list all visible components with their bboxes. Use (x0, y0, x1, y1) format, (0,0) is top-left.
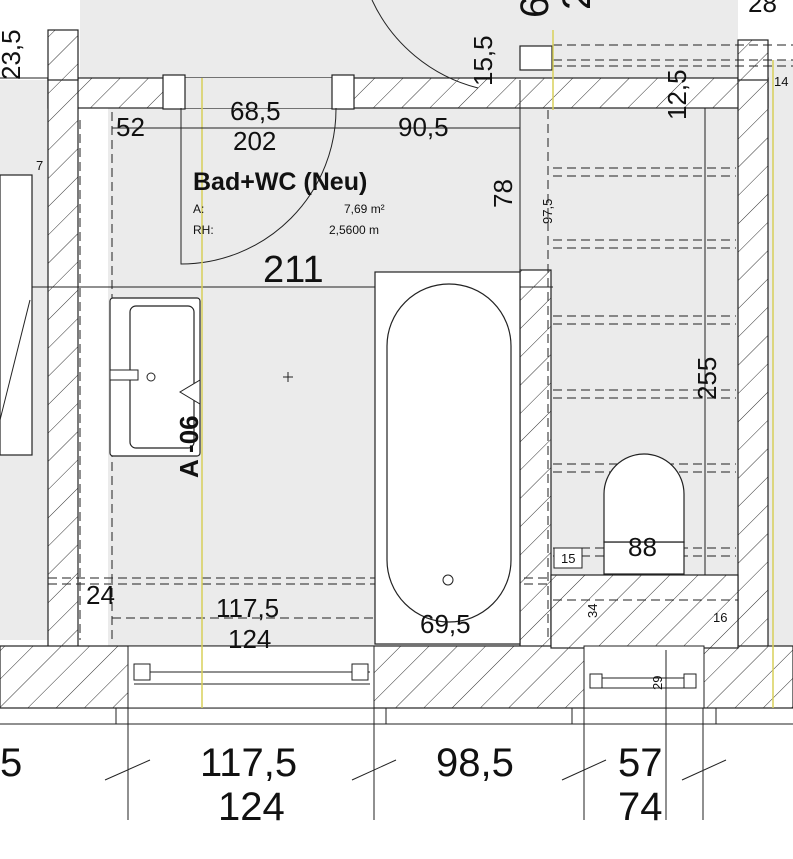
middle-wall (519, 269, 552, 649)
dim-bottom-98-5: 98,5 (436, 741, 514, 785)
dim-14: 14 (774, 74, 788, 89)
window-sill-left (115, 707, 387, 725)
dim-69-5: 69,5 (420, 609, 471, 639)
dim-90-5: 90,5 (398, 112, 449, 142)
dim-117-5: 117,5 (216, 593, 279, 623)
duct-box (553, 547, 583, 569)
upper-room-floor (80, 0, 738, 78)
dim-202: 202 (233, 126, 276, 156)
dim-7: 7 (36, 158, 43, 173)
dim-88: 88 (628, 532, 657, 562)
toilet (603, 453, 685, 575)
dimension-lines (0, 80, 793, 820)
dim-bottom-57: 57 (618, 741, 663, 785)
left-furniture (0, 174, 33, 456)
dim-24: 24 (86, 580, 115, 610)
upper-post (519, 45, 553, 71)
dim-bottom-117-5: 117,5 (200, 741, 297, 785)
room-number: 211 (263, 249, 324, 291)
wc-lower-wall (550, 574, 739, 649)
right-room-floor (768, 60, 793, 648)
dim-top-6: 6 (513, 0, 557, 18)
height-label: RH: (193, 223, 214, 237)
dim-top-28: 28 (748, 0, 777, 18)
dim-15-5: 15,5 (468, 35, 498, 86)
dim-12-5: 12,5 (662, 69, 692, 120)
upper-left-wall (47, 29, 79, 81)
right-wall (737, 77, 769, 649)
area-label: A: (193, 202, 204, 216)
dim-124: 124 (228, 624, 271, 654)
window-left-opening (127, 645, 375, 709)
room-title: Bad+WC (Neu) (193, 168, 367, 196)
door-opening (185, 78, 335, 108)
dim-15: 15 (561, 551, 575, 566)
section-tag: A -06 (174, 415, 204, 478)
dim-78: 78 (488, 179, 518, 208)
washbasin (109, 297, 201, 457)
top-wall (47, 77, 769, 109)
dim-34: 34 (585, 604, 600, 618)
dim-255: 255 (692, 357, 722, 400)
dim-bottom-124: 124 (218, 785, 285, 829)
upper-door-arc (371, 0, 479, 89)
dim-top-left-vertical: 23,5 (0, 29, 26, 80)
window-sill-right (571, 707, 717, 725)
door-jamb-right (331, 74, 355, 110)
dim-97-5: 97,5 (540, 199, 555, 224)
dim-bottom-5: 5 (0, 741, 22, 785)
door-jamb-left (162, 74, 186, 110)
door-swing-arc (180, 107, 337, 265)
height-value: 2,5600 m (329, 223, 379, 237)
dim-bottom-74: 74 (618, 785, 663, 829)
center-cross-marker (283, 372, 293, 382)
dim-top-2: 2 (555, 0, 599, 10)
dim-68-5: 68,5 (230, 96, 281, 126)
dim-52: 52 (116, 112, 145, 142)
installation-lines (48, 44, 793, 640)
area-value: 7,69 m² (344, 202, 385, 216)
left-wall (47, 77, 79, 649)
dim-16: 16 (713, 610, 727, 625)
dim-29: 29 (650, 676, 665, 690)
bathtub (374, 271, 521, 645)
